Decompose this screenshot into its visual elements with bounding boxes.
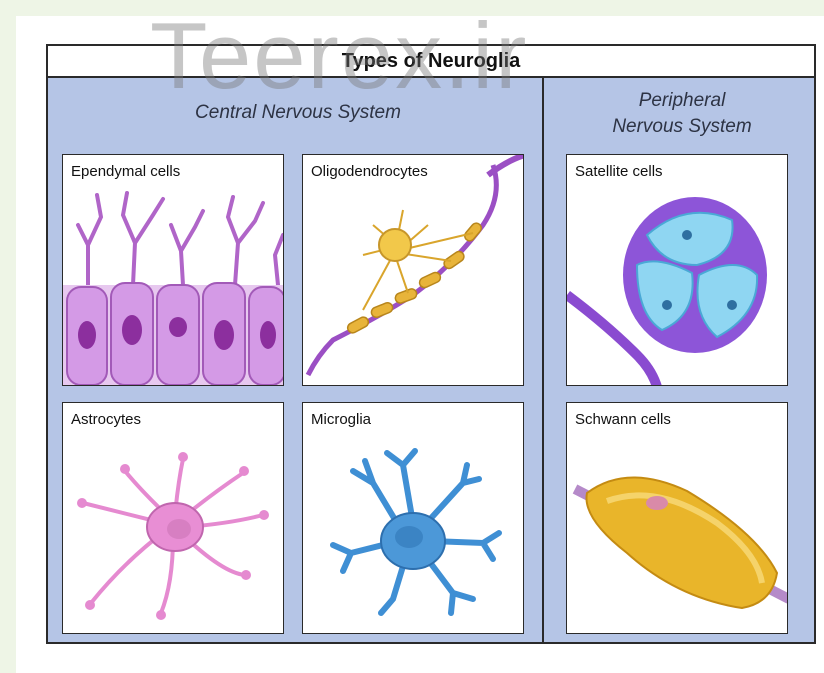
pns-label-line1: Peripheral	[548, 88, 816, 114]
panel-label-microglia: Microglia	[311, 411, 371, 428]
oligodendrocyte-illustration	[303, 155, 524, 386]
panel-label-ependymal: Ependymal cells	[71, 163, 180, 180]
cns-label: Central Nervous System	[88, 102, 508, 124]
panel-satellite: Satellite cells	[566, 154, 788, 386]
panel-schwann: Schwann cells	[566, 402, 788, 634]
section-divider	[542, 76, 544, 642]
panel-ependymal: Ependymal cells	[62, 154, 284, 386]
panel-label-satellite: Satellite cells	[575, 163, 663, 180]
panel-oligodendrocytes: Oligodendrocytes	[302, 154, 524, 386]
panel-label-oligodendrocytes: Oligodendrocytes	[311, 163, 428, 180]
ependymal-illustration	[63, 155, 284, 386]
pns-label: Peripheral Nervous System	[548, 88, 816, 140]
microglia-illustration	[303, 403, 524, 634]
panel-label-astrocytes: Astrocytes	[71, 411, 141, 428]
pns-label-line2: Nervous System	[548, 114, 816, 140]
neuroglia-figure: Types of Neuroglia Central Nervous Syste…	[46, 44, 816, 644]
panel-microglia: Microglia	[302, 402, 524, 634]
satellite-illustration	[567, 155, 788, 386]
astrocyte-illustration	[63, 403, 284, 634]
panel-astrocytes: Astrocytes	[62, 402, 284, 634]
schwann-illustration	[567, 403, 788, 634]
panel-label-schwann: Schwann cells	[575, 411, 671, 428]
figure-title: Types of Neuroglia	[48, 46, 814, 78]
